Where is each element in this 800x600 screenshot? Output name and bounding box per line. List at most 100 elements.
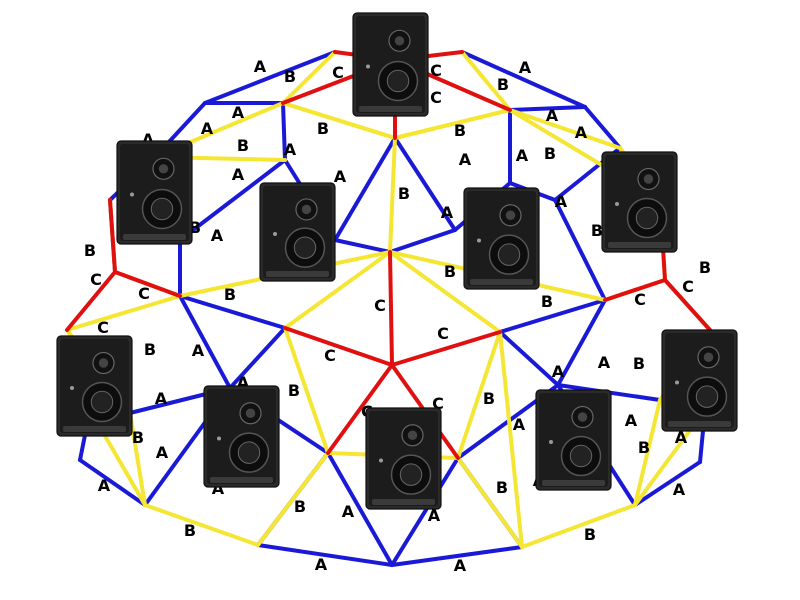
strut-label-b-62: B <box>496 478 508 497</box>
strut-label-a-20: A <box>516 146 529 165</box>
speaker-2-icon <box>116 140 193 245</box>
strut-label-c-35: C <box>634 290 646 309</box>
speaker-1-icon <box>352 12 429 117</box>
strut-b-60 <box>65 294 182 332</box>
strut-label-a-53: A <box>675 428 688 447</box>
speaker-5-icon <box>601 151 678 253</box>
strut-a-44 <box>256 543 394 567</box>
strut-label-c-29: C <box>138 284 150 303</box>
strut-label-b-46: B <box>633 354 645 373</box>
strut-label-b-34: B <box>541 292 553 311</box>
strut-a-15 <box>178 158 287 242</box>
strut-label-a-60: A <box>342 502 355 521</box>
strut-label-a-12: A <box>575 123 588 142</box>
strut-b-57 <box>388 136 397 254</box>
strut-label-a-52: A <box>625 411 638 430</box>
strut-label-b-10: B <box>454 121 466 140</box>
strut-label-a-23: A <box>555 192 568 211</box>
strut-label-a-26: A <box>211 226 224 245</box>
strut-b-79 <box>456 456 524 549</box>
strut-label-b-55: B <box>132 428 144 447</box>
strut-label-a-7: A <box>232 103 245 122</box>
strut-a-1 <box>460 50 587 109</box>
strut-label-a-64: A <box>673 480 686 499</box>
strut-label-c-28: C <box>90 270 102 289</box>
strut-label-a-57: A <box>98 476 111 495</box>
strut-label-a-40: A <box>192 341 205 360</box>
strut-label-c-31: C <box>374 296 386 315</box>
strut-label-a-22: A <box>441 203 454 222</box>
strut-label-a-11: A <box>546 106 559 125</box>
speaker-7-icon <box>203 385 280 488</box>
strut-label-b-21: B <box>398 184 410 203</box>
strut-label-a-17: A <box>334 167 347 186</box>
strut-a-41 <box>633 460 702 507</box>
strut-label-b-9: B <box>317 119 329 138</box>
strut-label-c-50: C <box>432 394 444 413</box>
strut-label-b-43: B <box>288 381 300 400</box>
strut-label-b-27: B <box>84 241 96 260</box>
strut-label-a-56: A <box>156 443 169 462</box>
strut-b-52 <box>460 50 512 112</box>
strut-label-b-1: B <box>284 67 296 86</box>
strut-label-a-6: A <box>519 58 532 77</box>
speaker-layer <box>56 12 738 510</box>
strut-label-b-5: B <box>497 75 509 94</box>
strut-a-20 <box>333 238 392 254</box>
strut-a-4 <box>281 101 287 162</box>
strut-a-45 <box>390 545 524 567</box>
speaker-3-icon <box>259 182 336 282</box>
strut-a-30 <box>228 326 287 390</box>
strut-label-b-59: B <box>294 497 306 516</box>
strut-label-a-0: A <box>254 57 267 76</box>
strut-a-3 <box>508 105 587 112</box>
strut-c-90 <box>65 270 117 332</box>
strut-a-40 <box>78 458 147 507</box>
strut-b-69 <box>283 326 330 455</box>
strut-label-a-45: A <box>598 353 611 372</box>
strut-b-53 <box>281 101 397 140</box>
strut-c-91 <box>603 278 667 302</box>
strut-a-23 <box>333 136 397 242</box>
speaker-4-icon <box>463 187 540 290</box>
strut-label-a-19: A <box>459 150 472 169</box>
strut-a-49 <box>390 456 460 567</box>
strut-label-c-33: C <box>437 324 449 343</box>
strut-c-94 <box>283 326 394 367</box>
strut-label-b-15: B <box>237 136 249 155</box>
strut-c-92 <box>663 278 712 332</box>
strut-label-b-47: B <box>483 389 495 408</box>
strut-label-b-68: B <box>584 525 596 544</box>
strut-b-77 <box>520 503 637 549</box>
strut-label-a-67: A <box>454 556 467 575</box>
strut-label-b-13: B <box>544 144 556 163</box>
strut-label-a-8: A <box>201 119 214 138</box>
strut-label-a-44: A <box>552 362 565 381</box>
strut-a-29 <box>553 198 607 302</box>
strut-a-22 <box>393 136 457 232</box>
strut-a-7 <box>583 105 622 150</box>
strut-label-a-51: A <box>513 415 526 434</box>
strut-label-c-38: C <box>97 318 109 337</box>
strut-label-b-24: B <box>591 221 603 240</box>
strut-b-70 <box>456 330 502 460</box>
strut-label-b-30: B <box>224 285 236 304</box>
strut-a-0 <box>203 50 337 105</box>
strut-label-a-66: A <box>315 555 328 574</box>
speaker-8-icon <box>365 407 442 510</box>
strut-a-31 <box>498 330 560 387</box>
strut-label-c-2: C <box>332 63 344 82</box>
strut-b-80 <box>498 330 524 549</box>
speaker-10-icon <box>661 329 738 432</box>
strut-b-65 <box>283 250 392 330</box>
strut-b-56 <box>508 108 622 150</box>
strut-label-b-65: B <box>184 521 196 540</box>
strut-b-73 <box>633 398 662 507</box>
strut-label-b-39: B <box>144 340 156 359</box>
strut-label-c-4: C <box>430 88 442 107</box>
strut-b-54 <box>393 108 512 140</box>
strut-label-b-54: B <box>638 438 650 457</box>
strut-c-89 <box>113 270 182 298</box>
strut-c-97 <box>326 363 394 455</box>
strut-b-66 <box>388 250 502 334</box>
